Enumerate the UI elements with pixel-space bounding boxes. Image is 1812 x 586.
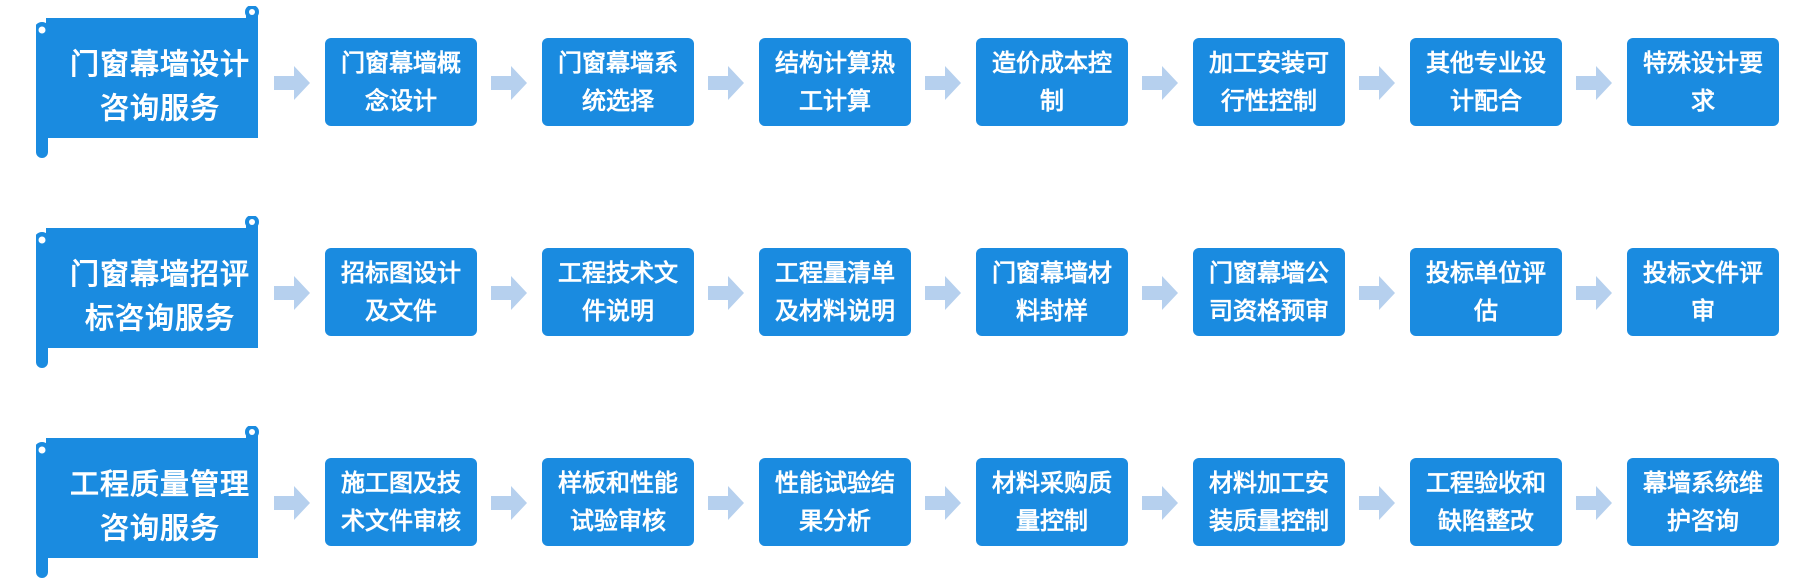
flow-row-quality: 工程质量管理咨询服务 施工图及技术文件审核 样板和性能试验审核 性能试验结果分析… bbox=[0, 426, 1812, 586]
flow-arrow-icon bbox=[274, 486, 310, 520]
category-title: 工程质量管理咨询服务 bbox=[69, 467, 250, 545]
flow-arrow-icon bbox=[1576, 486, 1612, 520]
flow-arrow-icon bbox=[708, 66, 744, 100]
flow-row-bidding: 门窗幕墙招评标咨询服务 招标图设计及文件 工程技术文件说明 工程量清单及材料说明… bbox=[0, 216, 1812, 376]
flow-arrow-icon bbox=[1576, 66, 1612, 100]
category-scroll: 门窗幕墙招评标咨询服务 bbox=[36, 216, 262, 371]
flow-row-design: 门窗幕墙设计咨询服务 门窗幕墙概念设计 门窗幕墙系统选择 结构计算热工计算 造价… bbox=[0, 6, 1812, 166]
flow-arrow-icon bbox=[1359, 486, 1395, 520]
category-title: 门窗幕墙招评标咨询服务 bbox=[69, 257, 250, 335]
flow-arrow-icon bbox=[274, 66, 310, 100]
step-box: 样板和性能试验审核 bbox=[542, 458, 694, 546]
flow-arrow-icon bbox=[1142, 66, 1178, 100]
step-box: 投标文件评审 bbox=[1627, 248, 1779, 336]
flow-arrow-icon bbox=[925, 276, 961, 310]
step-box: 工程量清单及材料说明 bbox=[759, 248, 911, 336]
flow-arrow-icon bbox=[1359, 276, 1395, 310]
flow-arrow-icon bbox=[491, 276, 527, 310]
step-box: 材料采购质量控制 bbox=[976, 458, 1128, 546]
flow-arrow-icon bbox=[1576, 276, 1612, 310]
flow-arrow-icon bbox=[491, 66, 527, 100]
step-box: 门窗幕墙公司资格预审 bbox=[1193, 248, 1345, 336]
step-box: 特殊设计要求 bbox=[1627, 38, 1779, 126]
step-box: 投标单位评估 bbox=[1410, 248, 1562, 336]
step-box: 门窗幕墙系统选择 bbox=[542, 38, 694, 126]
step-box: 性能试验结果分析 bbox=[759, 458, 911, 546]
flow-arrow-icon bbox=[708, 276, 744, 310]
step-box: 其他专业设计配合 bbox=[1410, 38, 1562, 126]
category-title: 门窗幕墙设计咨询服务 bbox=[69, 47, 250, 125]
step-box: 幕墙系统维护咨询 bbox=[1627, 458, 1779, 546]
flow-arrow-icon bbox=[708, 486, 744, 520]
step-box: 加工安装可行性控制 bbox=[1193, 38, 1345, 126]
step-box: 造价成本控制 bbox=[976, 38, 1128, 126]
flow-arrow-icon bbox=[925, 66, 961, 100]
step-box: 门窗幕墙材料封样 bbox=[976, 248, 1128, 336]
step-box: 结构计算热工计算 bbox=[759, 38, 911, 126]
step-box: 招标图设计及文件 bbox=[325, 248, 477, 336]
step-box: 施工图及技术文件审核 bbox=[325, 458, 477, 546]
category-scroll: 门窗幕墙设计咨询服务 bbox=[36, 6, 262, 161]
step-box: 工程技术文件说明 bbox=[542, 248, 694, 336]
step-box: 材料加工安装质量控制 bbox=[1193, 458, 1345, 546]
flow-arrow-icon bbox=[491, 486, 527, 520]
step-box: 门窗幕墙概念设计 bbox=[325, 38, 477, 126]
flow-arrow-icon bbox=[1142, 276, 1178, 310]
flow-arrow-icon bbox=[1359, 66, 1395, 100]
step-box: 工程验收和缺陷整改 bbox=[1410, 458, 1562, 546]
flow-arrow-icon bbox=[274, 276, 310, 310]
flow-arrow-icon bbox=[925, 486, 961, 520]
category-scroll: 工程质量管理咨询服务 bbox=[36, 426, 262, 581]
flow-arrow-icon bbox=[1142, 486, 1178, 520]
